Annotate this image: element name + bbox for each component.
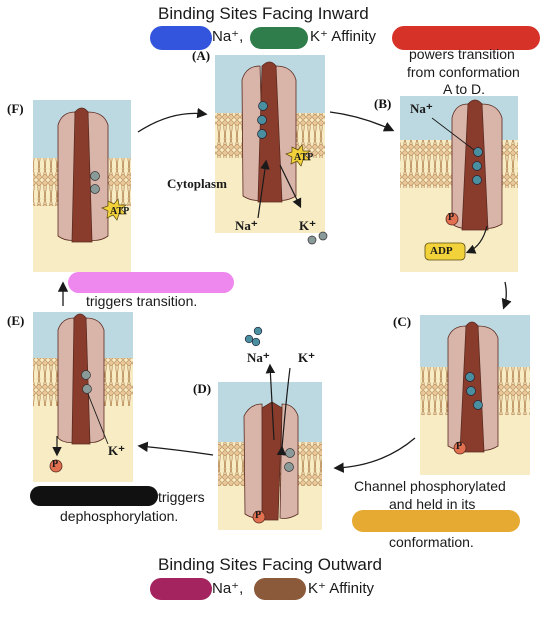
top-title: Binding Sites Facing Inward xyxy=(158,4,369,23)
panel-c xyxy=(420,315,530,475)
p-label-e: P xyxy=(52,459,59,470)
channel-line-2: and held in its xyxy=(389,496,476,512)
panel-label-f: (F) xyxy=(7,101,24,116)
k-label-e: K⁺ xyxy=(108,443,125,458)
top-k-label: K⁺ Affinity xyxy=(310,28,377,45)
k-label-a: K⁺ xyxy=(299,218,316,233)
conformation-text: conformation. xyxy=(389,534,474,550)
p-label-c: P xyxy=(456,441,463,452)
triggers-text: triggers xyxy=(158,489,205,505)
blue-marker xyxy=(150,26,212,50)
panel-label-a: (A) xyxy=(192,48,211,63)
panel-f xyxy=(33,100,131,272)
orange-marker xyxy=(352,510,520,532)
bottom-k-label: K⁺ Affinity xyxy=(308,580,375,597)
k-label-d: K⁺ xyxy=(298,350,315,365)
cytoplasm-label: Cytoplasm xyxy=(167,176,227,191)
na-label-d: Na⁺ xyxy=(247,350,270,365)
bottom-na-label: Na⁺, xyxy=(212,580,244,597)
na-label-b: Na⁺ xyxy=(410,101,433,116)
panel-label-b: (B) xyxy=(374,96,392,111)
atp-label-a: ATP xyxy=(294,152,314,163)
panel-label-c: (C) xyxy=(393,314,412,329)
p-label-d: P xyxy=(255,510,262,521)
panel-b xyxy=(400,96,518,272)
pink-marker xyxy=(68,272,234,293)
adp-label: ADP xyxy=(430,245,453,257)
triggers-transition-text: triggers transition. xyxy=(86,293,198,309)
cycle-arrows xyxy=(57,107,512,473)
top-na-label: Na⁺, xyxy=(212,28,244,45)
panel-a xyxy=(215,55,328,245)
na-label-a: Na⁺ xyxy=(235,218,258,233)
channel-line-1: Channel phosphorylated xyxy=(354,478,506,494)
powers-line-3: A to D. xyxy=(443,81,486,97)
p-label-b: P xyxy=(448,212,455,223)
panel-label-e: (E) xyxy=(7,313,25,328)
brown-marker xyxy=(254,578,306,600)
panel-d xyxy=(218,326,322,530)
atp-label-f: ATP xyxy=(110,206,130,217)
powers-line-1: powers transition xyxy=(409,46,515,62)
bottom-title: Binding Sites Facing Outward xyxy=(158,555,382,574)
dephosphorylation-text: dephosphorylation. xyxy=(60,508,179,524)
panel-e xyxy=(33,312,133,482)
green-marker xyxy=(250,27,308,49)
black-marker xyxy=(30,486,158,506)
powers-line-2: from conformation xyxy=(407,64,520,80)
red-marker xyxy=(392,26,540,50)
magenta-marker xyxy=(150,578,212,600)
panel-label-d: (D) xyxy=(193,381,212,396)
